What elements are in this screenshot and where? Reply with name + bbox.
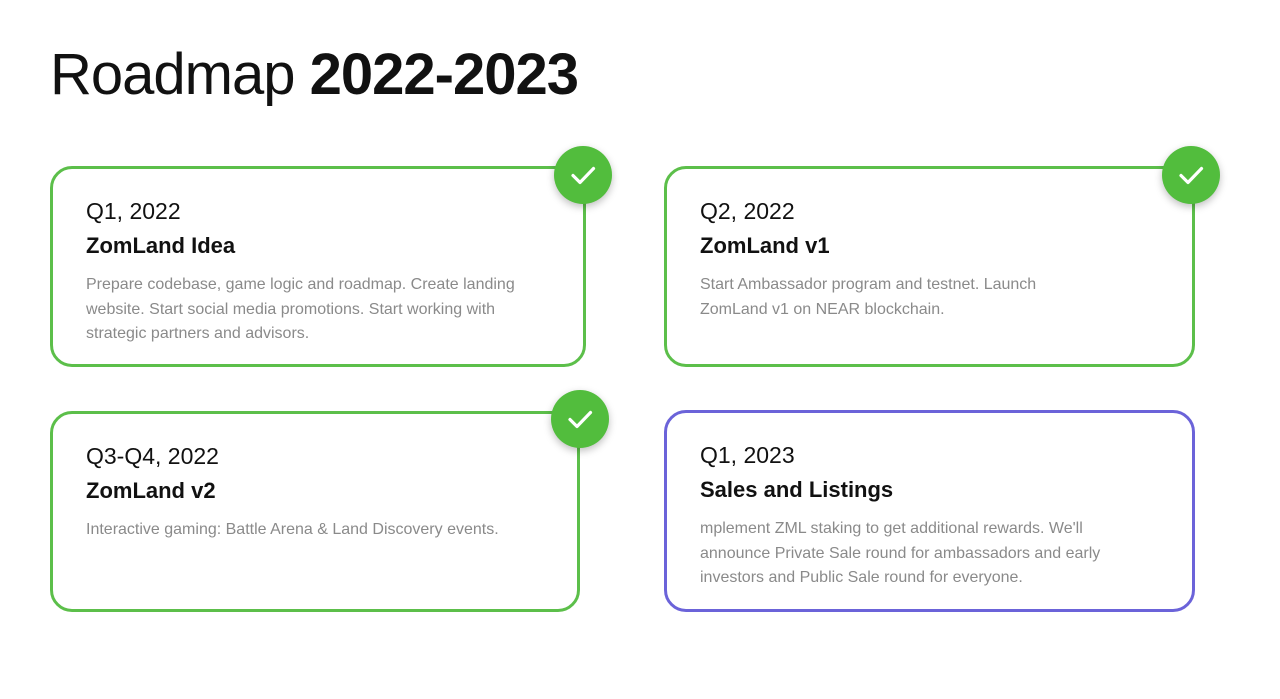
- card-quarter: Q3-Q4, 2022: [86, 443, 219, 469]
- card-title: Sales and Listings: [700, 477, 894, 502]
- card-title: ZomLand v2: [86, 478, 216, 503]
- check-circle-icon: [1162, 146, 1220, 204]
- roadmap-card-q3-q4-2022: Q3-Q4, 2022 ZomLand v2 Interactive gamin…: [50, 411, 580, 612]
- page-title: Roadmap 2022-2023: [50, 38, 579, 112]
- card-description: Interactive gaming: Battle Arena & Land …: [86, 521, 499, 538]
- roadmap-card-q2-2022: Q2, 2022 ZomLand v1 Start Ambassador pro…: [664, 166, 1195, 367]
- card-quarter: Q1, 2022: [86, 198, 181, 224]
- card-description: mplement ZML staking to get additional r…: [700, 520, 1101, 586]
- roadmap-card-q1-2022: Q1, 2022 ZomLand Idea Prepare codebase, …: [50, 166, 586, 367]
- card-description: Prepare codebase, game logic and roadmap…: [86, 276, 515, 342]
- check-circle-icon: [554, 146, 612, 204]
- card-title: ZomLand v1: [700, 233, 830, 258]
- page-title-light: Roadmap: [50, 42, 295, 107]
- card-quarter: Q1, 2023: [700, 442, 795, 468]
- card-description: Start Ambassador program and testnet. La…: [700, 276, 1037, 318]
- check-circle-icon: [551, 390, 609, 448]
- roadmap-card-q1-2023: Q1, 2023 Sales and Listings mplement ZML…: [664, 410, 1195, 612]
- card-quarter: Q2, 2022: [700, 198, 795, 224]
- card-title: ZomLand Idea: [86, 233, 236, 258]
- page-title-bold: 2022-2023: [309, 42, 579, 107]
